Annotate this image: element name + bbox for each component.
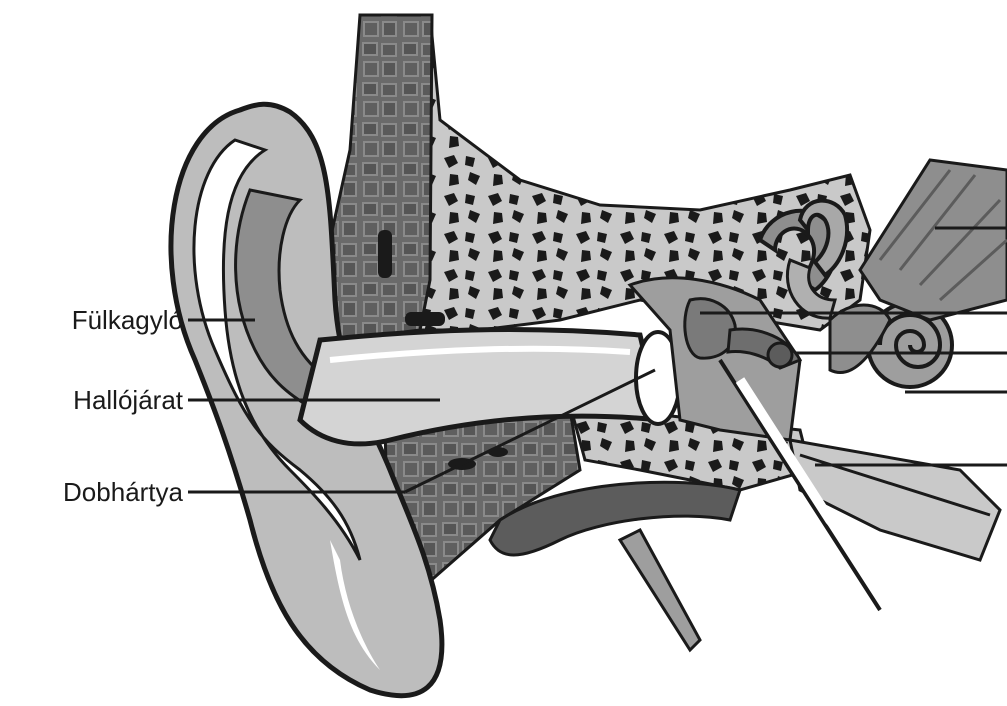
inner-ear: [757, 198, 954, 389]
ear-canal-shape: [297, 327, 664, 447]
eustachian-tube: [718, 358, 1002, 612]
label-auricle: Fülkagyló: [72, 305, 183, 335]
eardrum-leader-d: [404, 368, 656, 494]
jaw-region: [488, 480, 742, 557]
leader-lines: [188, 226, 1007, 494]
temporal-bone: [328, 13, 872, 342]
styloid-process: [617, 528, 702, 653]
auditory-nerve: [858, 158, 1007, 322]
label-ear-canal: Hallójárat: [73, 385, 184, 415]
label-eardrum: Dobhártya: [63, 477, 183, 507]
